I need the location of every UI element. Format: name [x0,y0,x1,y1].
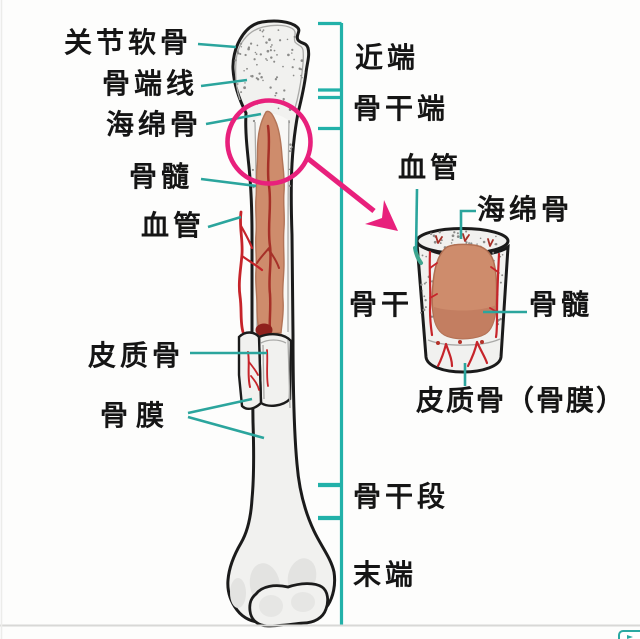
cross-section-inset [413,188,527,386]
marrow-vessel-branch-left [256,247,270,264]
external-vessel-fork [239,224,254,250]
corner-tool-button[interactable] [618,630,640,639]
inset-marrow-shadow [434,305,496,339]
label-epiphyseal-line: 骨端线 [102,69,199,100]
vessel-entering-bone [240,254,264,272]
leader-lines-left [187,42,267,440]
label-periosteum: 骨膜 [100,401,173,432]
flap-inner-arc [260,339,287,344]
magnifier-circle [225,98,313,186]
shaft-behind-flap-line [287,339,291,409]
cortical-flap [237,331,293,411]
inset-floor-line [427,338,501,346]
label-diaphysis: 骨干 [349,290,414,321]
label-metaphysis: 骨干端 [353,94,450,125]
label-blood-vessel: 血管 [141,211,206,242]
label-cortical-bone: 皮质骨 [88,341,185,372]
label-distal-end: 末端 [353,560,418,591]
label-cortical-bone-periosteum: 皮质骨（骨膜） [416,386,627,417]
magnifier-arrowhead [365,200,398,231]
play-icon [627,635,633,639]
cortical-wall-right-line [287,119,290,332]
front-condyle-shading [259,592,315,617]
label-bone-marrow: 骨髓 [129,162,194,193]
leader-inset-blood-vessel [414,188,419,253]
magnifier-arrow-shaft [304,154,376,214]
segment-scale [318,21,344,626]
label-diaphysis-segment: 骨干段 [353,482,450,513]
marrow-vessel-branch-right [268,249,280,269]
flap-vessel-branch-1 [248,361,259,376]
label-inset-blood-vessel: 血管 [398,153,463,184]
leader-inset-spongy-bone [459,209,476,239]
long-bone-illustration [226,19,337,628]
leader-bone-marrow [200,177,257,188]
leader-articular-cartilage [197,42,237,49]
label-inset-bone-marrow: 骨髓 [529,290,594,321]
leader-epiphyseal-line [200,78,248,88]
inset-vessels [428,233,501,368]
label-proximal-end: 近端 [355,43,420,74]
flap-vessel [247,351,251,388]
label-spongy-bone: 海绵骨 [106,110,203,141]
label-articular-cartilage: 关节软骨 [64,28,193,59]
leader-periosteum-lower [187,415,265,440]
flap-peeled-edge [237,331,263,411]
leader-periosteum-upper [187,397,253,415]
flap-vessel-branch-3 [266,349,269,387]
cartilage-inner-line [234,24,305,109]
external-blood-vessel [237,210,245,334]
flap-vessel-branch-2 [250,375,260,391]
label-inset-spongy-bone: 海绵骨 [477,195,574,226]
magnifier [225,98,398,231]
marrow-vessel [266,124,272,333]
leader-blood-vessel [207,215,242,229]
vessel-stub [255,323,273,337]
